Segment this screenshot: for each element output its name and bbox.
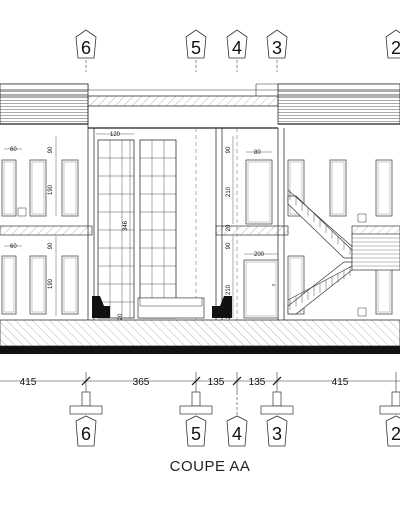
svg-text:4: 4 — [232, 424, 242, 444]
svg-text:90: 90 — [48, 146, 54, 153]
svg-text:90: 90 — [48, 242, 54, 249]
axis-marker-5-bottom: 5 — [185, 415, 207, 447]
axis-marker-4-bottom: 4 — [226, 415, 248, 447]
svg-text:2: 2 — [391, 424, 400, 444]
svg-text:60: 60 — [10, 244, 17, 250]
svg-text:90: 90 — [226, 146, 232, 153]
curtain-wall-right — [139, 139, 177, 319]
footing-2 — [379, 391, 400, 415]
axis-marker-2-bottom: 2 — [385, 415, 400, 447]
axis-marker-6-top: 6 — [75, 29, 97, 72]
svg-text:135: 135 — [208, 377, 225, 388]
svg-text:2: 2 — [391, 38, 400, 58]
axis-marker-5-top: 5 — [185, 29, 207, 72]
bottom-dimension-line: 415 365 135 135 415 — [0, 372, 400, 392]
axis-marker-2-top: 2 — [385, 29, 400, 59]
walls — [87, 106, 285, 320]
svg-text:3: 3 — [272, 424, 282, 444]
balcony-railing — [352, 237, 400, 267]
svg-text:190: 190 — [48, 184, 54, 195]
svg-text:190: 190 — [48, 278, 54, 289]
ground-slab — [0, 346, 400, 354]
curtain-wall-left — [97, 139, 135, 319]
svg-text:120: 120 — [110, 132, 121, 138]
svg-text:4: 4 — [232, 38, 242, 58]
svg-text:210: 210 — [226, 186, 232, 197]
svg-text:346: 346 — [123, 220, 129, 231]
axis-marker-3-bottom: 3 — [266, 415, 288, 447]
svg-text:6: 6 — [81, 38, 91, 58]
footing-6 — [69, 391, 103, 415]
svg-text:20: 20 — [226, 312, 232, 319]
svg-text:415: 415 — [332, 377, 349, 388]
roof — [0, 83, 400, 129]
svg-text:5: 5 — [191, 38, 201, 58]
axis-marker-6-bottom: 6 — [75, 415, 97, 447]
svg-text:200: 200 — [254, 252, 265, 258]
footing-3 — [260, 391, 294, 415]
drawing-title: COUPE AA — [170, 458, 251, 475]
footing-5 — [179, 391, 213, 415]
axis-markers-top: 6 5 4 3 2 — [75, 29, 400, 72]
svg-text:210: 210 — [226, 284, 232, 295]
svg-text:20: 20 — [226, 224, 232, 231]
axis-marker-3-top: 3 — [266, 29, 288, 72]
svg-text:80: 80 — [254, 150, 261, 156]
svg-text:365: 365 — [133, 377, 150, 388]
svg-text:415: 415 — [20, 377, 37, 388]
svg-text:20: 20 — [118, 313, 124, 320]
svg-text:60: 60 — [10, 147, 17, 153]
svg-text:3: 3 — [272, 38, 282, 58]
axis-markers-bottom: 6 5 4 3 2 — [75, 415, 400, 447]
doors-central — [243, 159, 279, 319]
footings — [69, 391, 400, 420]
floor-slabs — [0, 225, 400, 354]
small-dimensions: 60 90 190 60 90 190 120 346 20 80 90 210… — [4, 132, 278, 320]
svg-text:5: 5 — [191, 424, 201, 444]
axis-marker-4-top: 4 — [226, 29, 248, 72]
svg-text:90: 90 — [226, 242, 232, 249]
stair-balusters — [289, 192, 351, 310]
svg-text:135: 135 — [249, 377, 266, 388]
svg-text:6: 6 — [81, 424, 91, 444]
sofa — [92, 296, 232, 319]
left-windows — [1, 159, 79, 315]
staircase — [287, 189, 400, 317]
